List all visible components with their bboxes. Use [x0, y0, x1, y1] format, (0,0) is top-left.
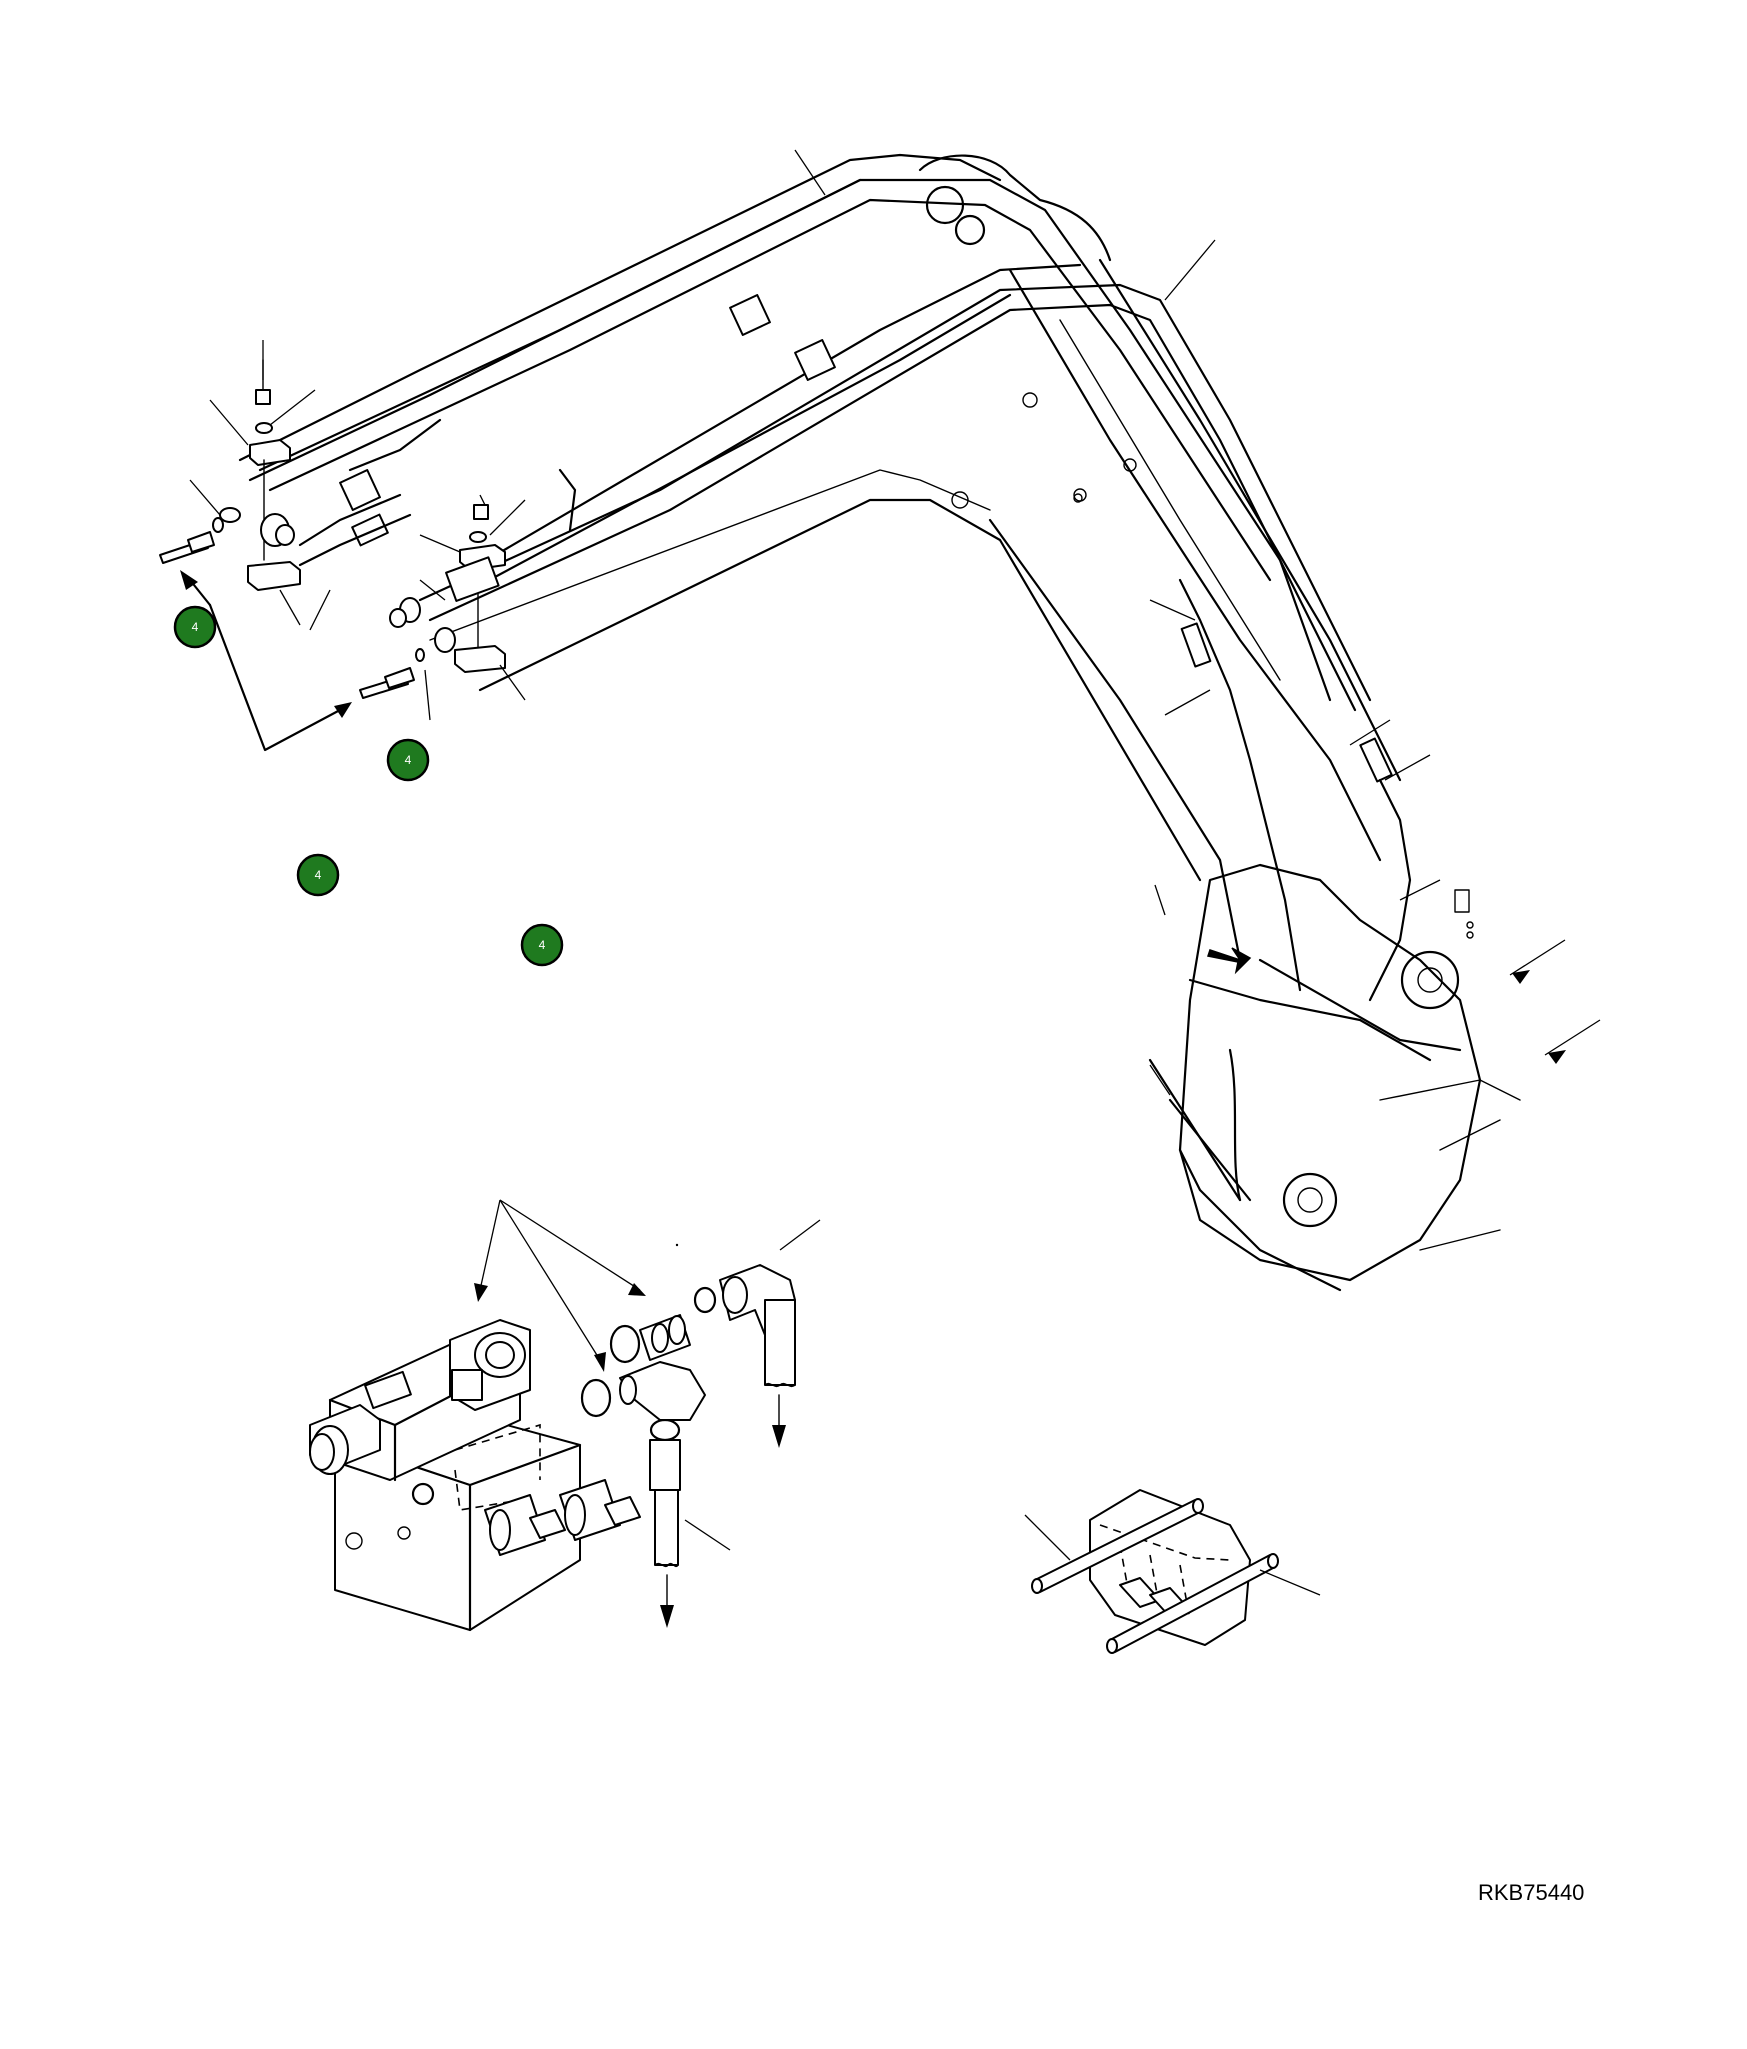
reference-badge: 4 [173, 605, 217, 649]
badge-label: 4 [315, 868, 322, 882]
badge-label: 4 [192, 620, 199, 634]
reference-badge: 4 [520, 923, 564, 967]
badge-label: 4 [539, 938, 546, 952]
hose-clamp-detail [1024, 1489, 1321, 1654]
drawing-code-label: RKB75440 [1478, 1880, 1585, 1905]
valve-block-assembly [309, 1199, 821, 1632]
boom-leader-lines [794, 149, 1441, 1096]
boom-arm-assembly [238, 153, 1412, 1002]
swing-bracket-base [1148, 863, 1601, 1292]
upper-left-clamp-assembly [159, 340, 577, 752]
badge-label: 4 [405, 753, 412, 767]
reference-badge: 4 [386, 738, 430, 782]
reference-badge: 4 [296, 853, 340, 897]
